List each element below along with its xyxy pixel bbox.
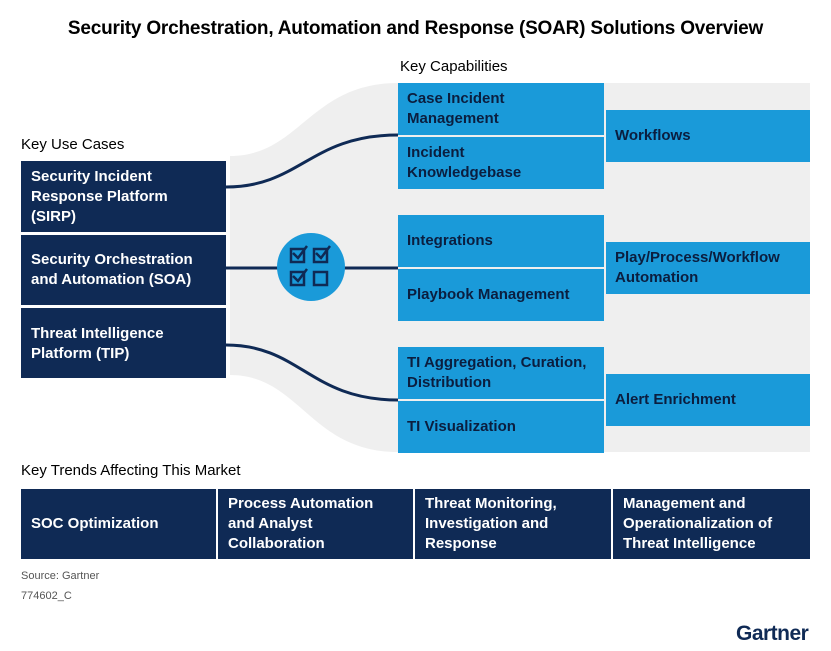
- source-note: Source: Gartner: [21, 570, 100, 582]
- use-case-tip: Threat Intelligence Platform (TIP): [21, 308, 226, 378]
- capability-incident-knowledgebase: Incident Knowledgebase: [398, 137, 604, 189]
- checklist-icon: [277, 233, 345, 301]
- connector-tip: [225, 343, 399, 402]
- document-id: 774602_C: [21, 590, 72, 602]
- trend-soc-optimization: SOC Optimization: [21, 489, 216, 559]
- capabilities-band: [230, 83, 810, 452]
- connector-sirp: [225, 133, 399, 189]
- use-case-label: Security Orchestration and Automation (S…: [31, 251, 193, 288]
- use-case-label: Threat Intelligence Platform (TIP): [31, 325, 164, 362]
- outcome-alert-enrichment: Alert Enrichment: [606, 374, 810, 426]
- gartner-logo: Gartner: [736, 622, 809, 645]
- trend-threat-intelligence: Management and Operationalization of Thr…: [613, 489, 810, 559]
- trend-process-automation: Process Automation and Analyst Collabora…: [218, 489, 413, 559]
- capability-ti-visualization: TI Visualization: [398, 401, 604, 453]
- capability-ti-aggregation: TI Aggregation, Curation, Distribution: [398, 347, 604, 399]
- capability-integrations: Integrations: [398, 215, 604, 267]
- use-case-label: Security Incident Response Platform (SIR…: [31, 167, 168, 225]
- use-cases-label: Key Use Cases: [21, 136, 125, 153]
- capability-playbook-management: Playbook Management: [398, 269, 604, 321]
- trend-threat-monitoring: Threat Monitoring, Investigation and Res…: [415, 489, 611, 559]
- capability-case-incident-management: Case Incident Management: [398, 83, 604, 135]
- use-case-soa: Security Orchestration and Automation (S…: [21, 235, 226, 305]
- capabilities-label: Key Capabilities: [400, 58, 508, 75]
- use-case-sirp: Security Incident Response Platform (SIR…: [21, 161, 226, 232]
- outcome-automation: Play/Process/Workflow Automation: [606, 242, 810, 294]
- trends-label: Key Trends Affecting This Market: [21, 462, 241, 479]
- outcome-workflows: Workflows: [606, 110, 810, 162]
- page-title: Security Orchestration, Automation and R…: [67, 18, 764, 39]
